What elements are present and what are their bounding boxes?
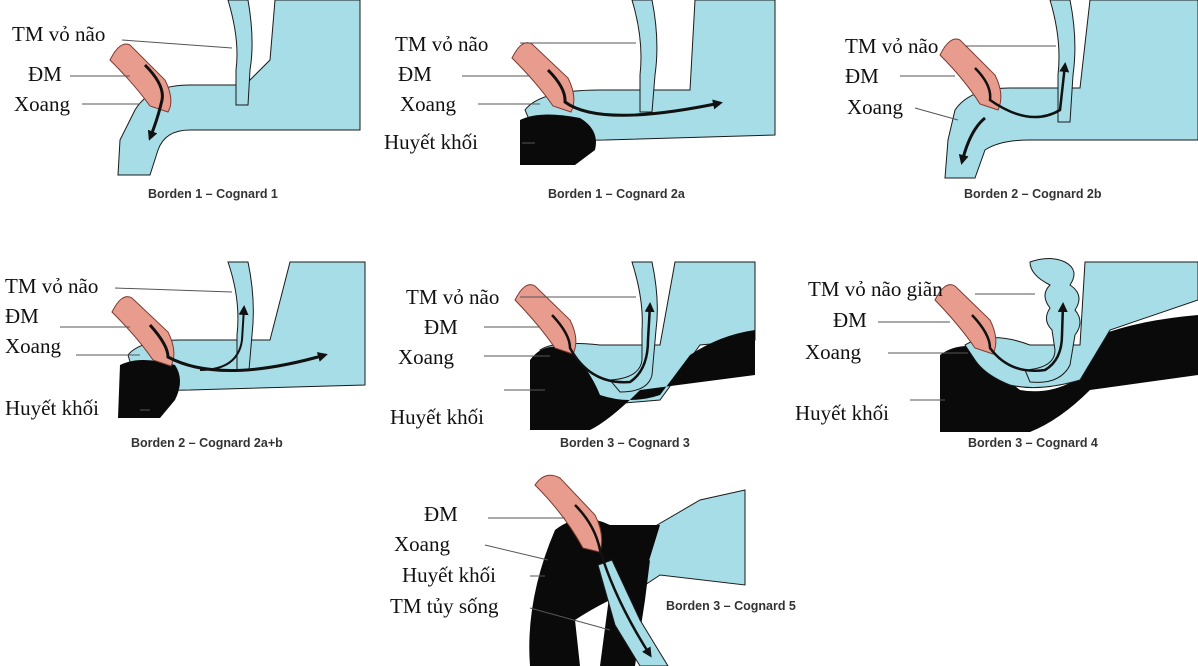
label-artery: ĐM (845, 66, 879, 87)
label-thrombus: Huyết khối (390, 407, 484, 428)
caption-panel-4: Borden 2 – Cognard 2a+b (131, 437, 283, 450)
thrombus (118, 360, 180, 418)
caption-panel-3: Borden 2 – Cognard 2b (964, 188, 1102, 201)
panel-5-drawing (515, 262, 755, 430)
artery (935, 285, 996, 354)
panel-1-drawing (110, 0, 360, 175)
label-cortical-vein: TM vỏ não (406, 287, 499, 308)
label-sinus: Xoang (398, 347, 454, 368)
label-sinus: Xoang (394, 534, 450, 555)
label-thrombus: Huyết khối (402, 565, 496, 586)
label-thrombus: Huyết khối (795, 403, 889, 424)
caption-panel-5: Borden 3 – Cognard 3 (560, 437, 690, 450)
label-artery: ĐM (833, 310, 867, 331)
panel-6-drawing (935, 259, 1198, 433)
label-cortical-vein: TM vỏ não (845, 36, 938, 57)
label-artery: ĐM (28, 64, 62, 85)
label-cortical-vein: TM vỏ não (12, 24, 105, 45)
caption-panel-6: Borden 3 – Cognard 4 (968, 437, 1098, 450)
label-artery: ĐM (398, 64, 432, 85)
caption-panel-2: Borden 1 – Cognard 2a (548, 188, 685, 201)
label-thrombus: Huyết khối (384, 132, 478, 153)
label-thrombus: Huyết khối (5, 398, 99, 419)
panel-2-drawing (512, 0, 775, 165)
label-sinus: Xoang (400, 94, 456, 115)
label-dilated-cortical-vein: TM vỏ não giãn (808, 279, 943, 300)
artery (515, 285, 576, 354)
label-cortical-vein: TM vỏ não (395, 34, 488, 55)
panel-3-drawing (940, 0, 1198, 178)
label-artery: ĐM (5, 306, 39, 327)
label-sinus: Xoang (805, 342, 861, 363)
thrombus (520, 114, 596, 165)
caption-panel-7: Borden 3 – Cognard 5 (666, 600, 796, 613)
label-cortical-vein: TM vỏ não (5, 276, 98, 297)
label-sinus: Xoang (14, 94, 70, 115)
panel-7-drawing (529, 475, 745, 666)
label-artery: ĐM (424, 504, 458, 525)
label-sinus: Xoang (5, 336, 61, 357)
caption-panel-1: Borden 1 – Cognard 1 (148, 188, 278, 201)
label-sinus: Xoang (847, 97, 903, 118)
panel-4-drawing (112, 262, 365, 418)
label-artery: ĐM (424, 317, 458, 338)
label-spinal-vein: TM tủy sống (390, 596, 499, 617)
